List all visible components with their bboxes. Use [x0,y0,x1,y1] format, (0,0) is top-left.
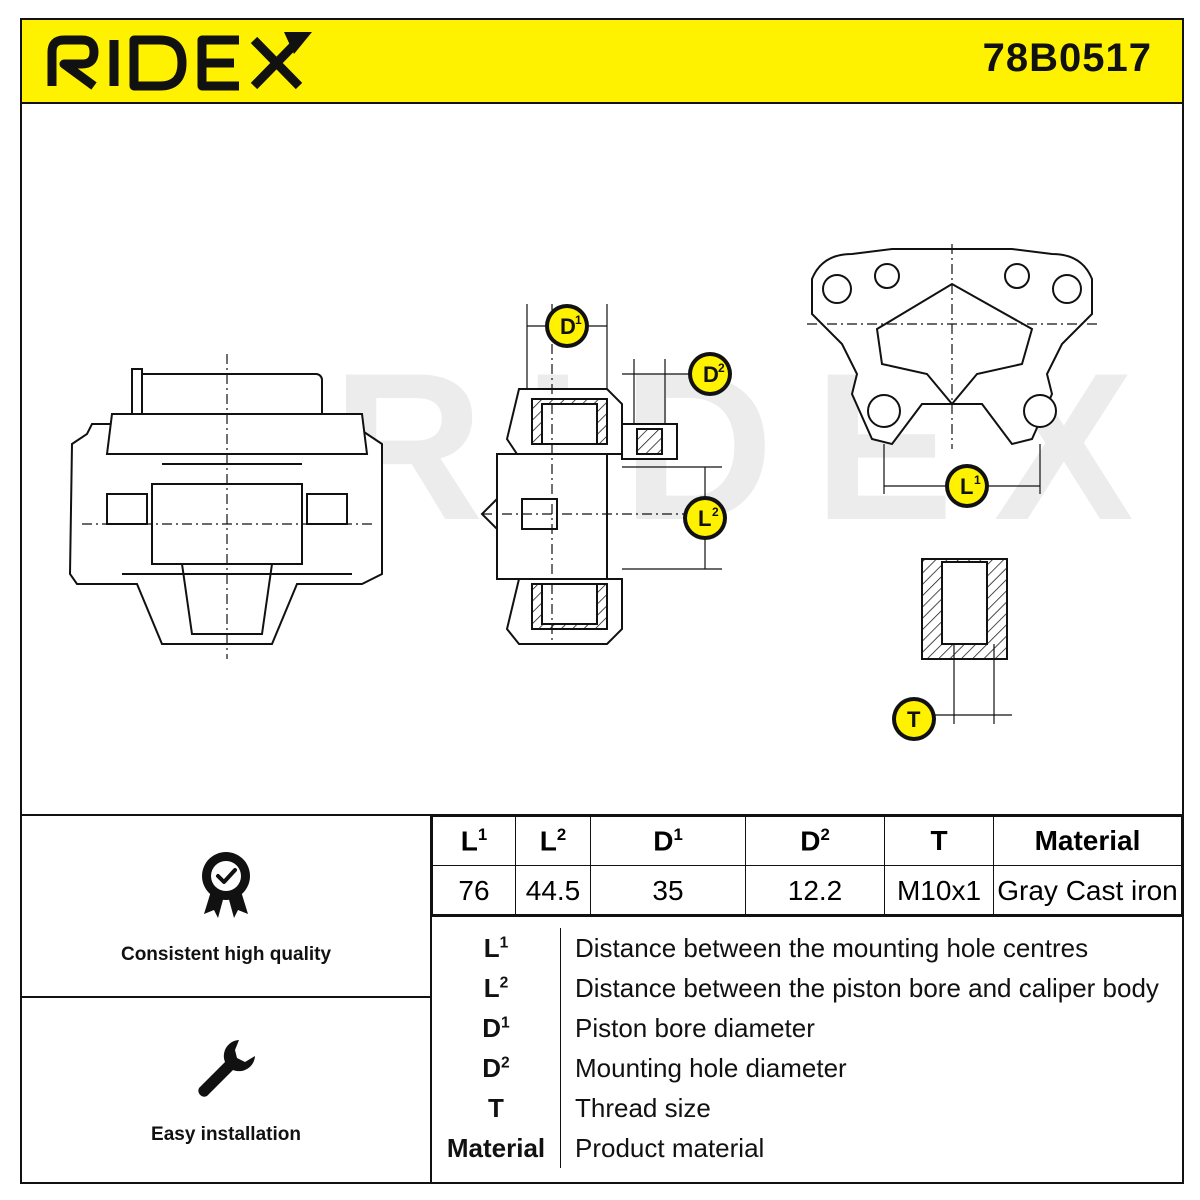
legend-text: Product material [575,1132,765,1163]
legend-text: Mounting hole diameter [575,1052,847,1083]
feature-quality: Consistent high quality [22,816,432,998]
spec-header-material: Material [993,816,1182,866]
badge-d1: D 1 [545,304,589,348]
legend-text: Distance between the mounting hole centr… [575,932,1089,963]
technical-drawing: RIDEX [22,104,1182,814]
spec-value-l2: 44.5 [515,865,591,917]
feature-installation: Easy installation [22,998,432,1184]
svg-text:D: D [703,362,719,387]
spec-value-material: Gray Cast iron [993,865,1182,917]
feature-label: Easy installation [151,1124,301,1145]
legend-key: D1 [432,1008,561,1048]
wrench-icon [193,1036,259,1107]
badge-d2: D 2 [688,352,732,396]
legend-key: D2 [432,1048,561,1088]
svg-text:T: T [907,707,921,732]
quality-badge-icon [196,848,256,925]
legend-row: T Thread size [432,1088,1182,1128]
svg-text:2: 2 [712,505,719,519]
spec-header-row: L1 L2 D1 D2 T Material [432,816,1182,866]
legend-key: Material [432,1128,561,1168]
svg-text:L: L [960,474,973,499]
svg-text:L: L [698,506,711,531]
svg-text:2: 2 [718,361,725,375]
thread-detail [921,558,1012,724]
legend-row: L2 Distance between the piston bore and … [432,968,1182,1008]
legend: L1 Distance between the mounting hole ce… [432,914,1182,1186]
legend-row: Material Product material [432,1128,1182,1168]
caliper-top-view [68,354,383,659]
spec-header-t: T [884,816,994,866]
svg-text:1: 1 [974,473,981,487]
header-bar: 78B0517 [22,20,1182,104]
legend-text: Distance between the piston bore and cal… [575,972,1159,1003]
spec-header-d2: D2 [745,816,885,866]
d2-dimension [622,359,697,424]
legend-row: D2 Mounting hole diameter [432,1048,1182,1088]
spec-table: L1 L2 D1 D2 T Material 76 44.5 35 12.2 M… [432,816,1182,917]
spec-header-d1: D1 [590,816,746,866]
badge-l1: L 1 [945,464,989,508]
feature-label: Consistent high quality [120,944,332,965]
part-number: 78B0517 [982,36,1152,80]
legend-key: T [432,1088,561,1128]
spec-value-row: 76 44.5 35 12.2 M10x1 Gray Cast iron [432,865,1182,917]
badge-t: T [892,697,936,741]
caliper-section-view [480,304,702,645]
badge-l2: L 2 [683,496,727,540]
bottom-section: Consistent high quality Easy installatio… [22,814,1182,1184]
legend-row: L1 Distance between the mounting hole ce… [432,928,1182,968]
spec-value-l1: 76 [432,865,516,917]
legend-text: Thread size [575,1092,711,1123]
legend-text: Piston bore diameter [575,1012,815,1043]
spec-value-t: M10x1 [884,865,994,917]
svg-text:D: D [560,314,576,339]
brand-logo [44,26,314,101]
product-sheet: 78B0517 RIDEX [20,18,1184,1184]
spec-header-l1: L1 [432,816,516,866]
spec-value-d2: 12.2 [745,865,885,917]
legend-key: L2 [432,968,561,1008]
spec-header-l2: L2 [515,816,591,866]
caliper-front-view [807,244,1097,449]
spec-value-d1: 35 [590,865,746,917]
legend-row: D1 Piston bore diameter [432,1008,1182,1048]
legend-key: L1 [432,928,561,968]
legend-table: L1 Distance between the mounting hole ce… [432,928,1182,1168]
svg-text:1: 1 [575,313,582,327]
